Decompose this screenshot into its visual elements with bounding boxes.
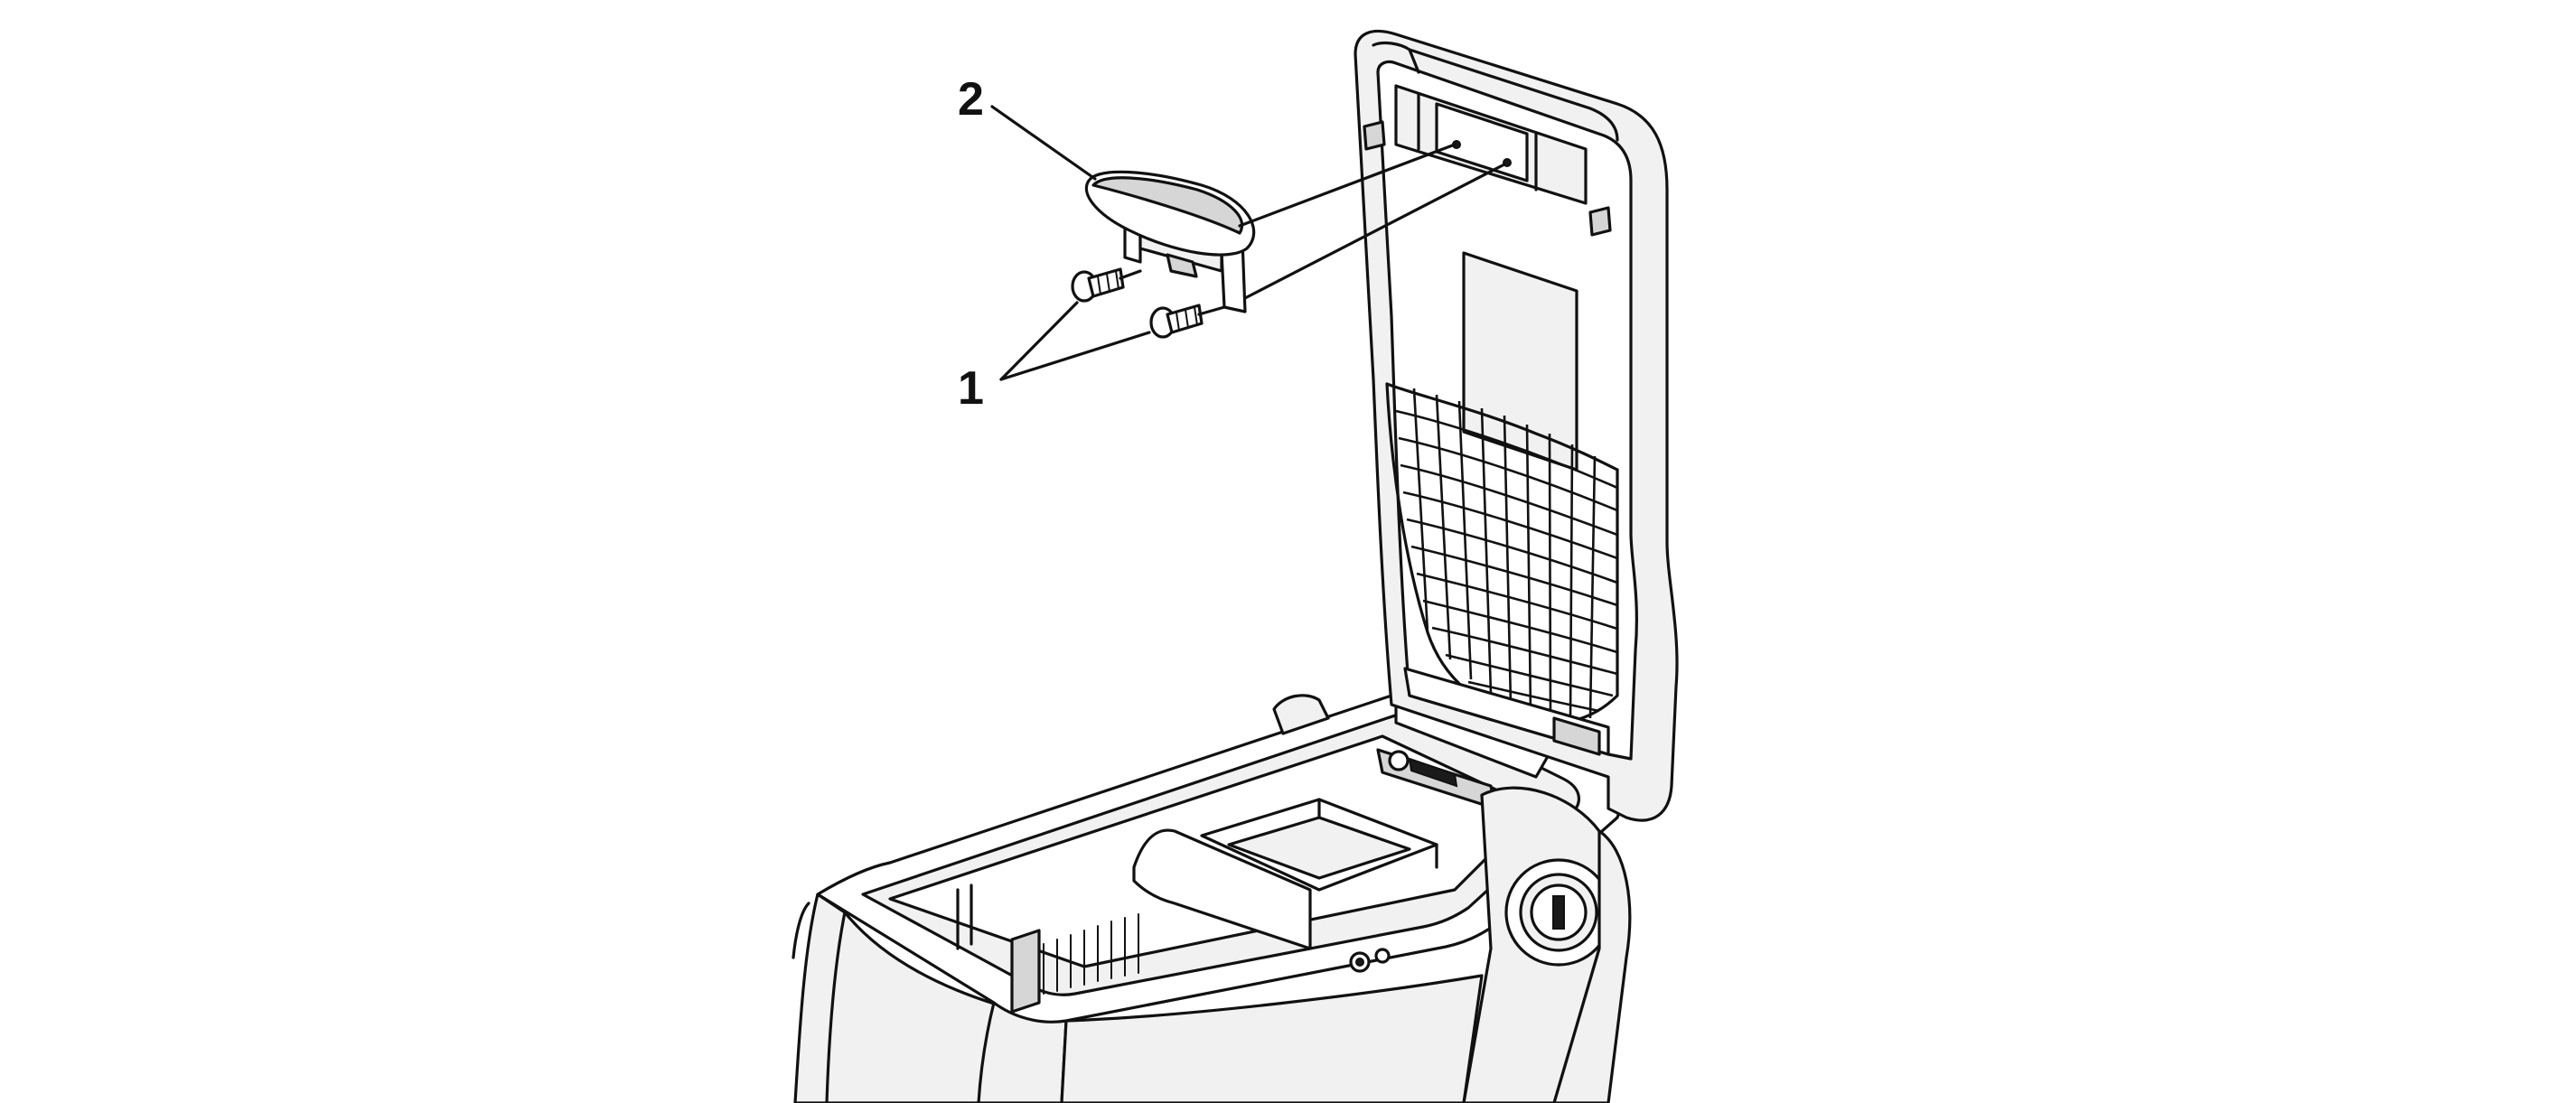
alignment-lines [1119, 143, 1506, 316]
callout-1-label: 1 [958, 362, 984, 415]
finger-pull-handle [1084, 170, 1256, 313]
armrest-lid [1354, 29, 1679, 822]
console-base [792, 684, 1632, 1103]
callout-2-label: 2 [958, 73, 984, 126]
screws [1071, 267, 1204, 339]
screw-lower [1149, 304, 1204, 339]
callout-leaders [990, 105, 1151, 381]
net-pocket [1395, 388, 1618, 722]
screw-upper [1071, 267, 1125, 303]
